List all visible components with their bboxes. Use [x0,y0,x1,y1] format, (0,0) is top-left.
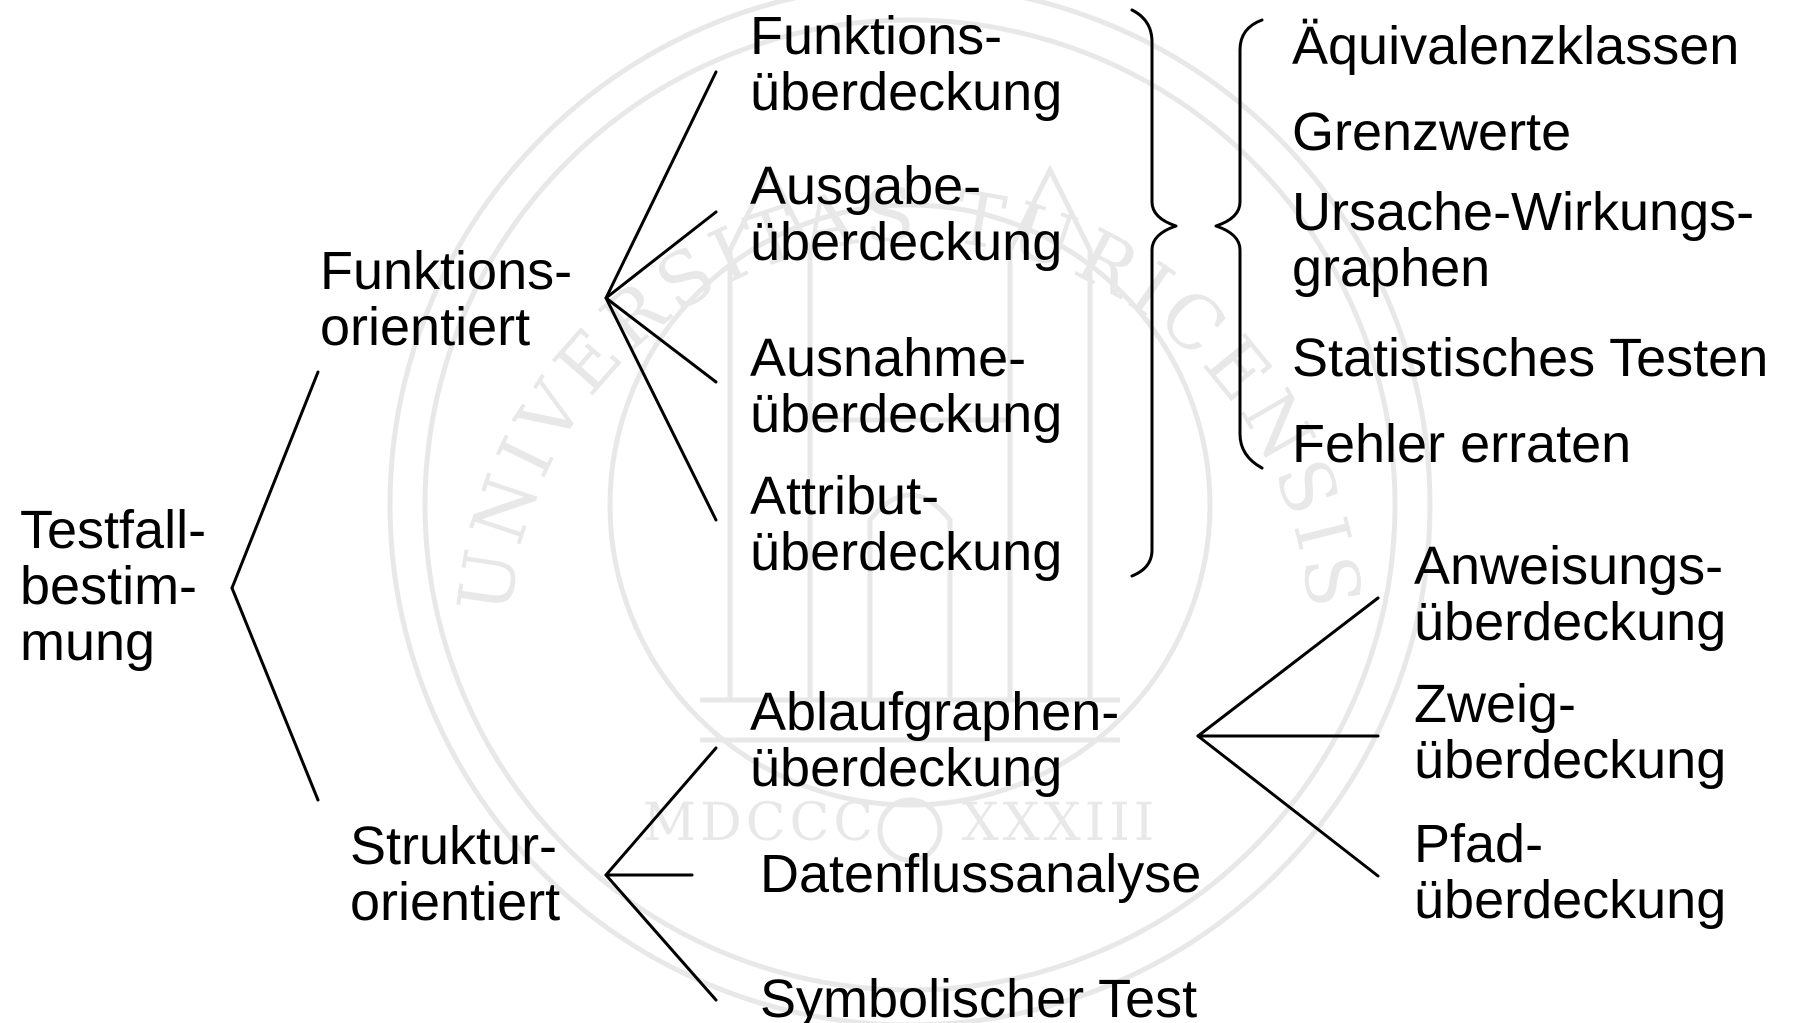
flowgraph-coverage-line-1: Ablaufgraphen- [750,682,1120,742]
root-node-test-case-determination: Testfall- bestim- mung [20,502,206,670]
statistical-testing-line-1: Statistisches Testen [1292,328,1769,388]
edge-flowgraph-statement [1196,596,1380,738]
node-attribute-coverage: Attribut- überdeckung [750,468,1062,580]
node-path-coverage: Pfad- überdeckung [1414,816,1726,928]
output-coverage-line-2: überdeckung [750,212,1063,272]
root-line-1: Testfall- [20,500,207,560]
left-curly-brace [1214,18,1264,470]
equivalence-classes-line-1: Äquivalenzklassen [1292,16,1740,76]
branch-coverage-line-2: überdeckung [1414,730,1727,790]
functional-line-2: orientiert [320,297,531,357]
node-dataflow-analysis: Datenflussanalyse [760,846,1201,902]
edge-structural-symbolic [604,873,718,1002]
node-branch-coverage: Zweig- überdeckung [1414,676,1726,788]
statement-coverage-line-2: überdeckung [1414,592,1727,652]
edge-functional-output [604,210,718,300]
symbolic-test-line-1: Symbolischer Test [760,969,1198,1023]
node-structural-oriented: Struktur- orientiert [350,818,560,930]
seal-year-right: XXXIII [962,793,1159,853]
seal-year-left: MDCCC [643,793,877,853]
method-equivalence-classes: Äquivalenzklassen [1292,18,1739,74]
cause-effect-line-1: Ursache-Wirkungs- [1292,182,1755,242]
attribute-coverage-line-1: Attribut- [750,466,940,526]
flowgraph-coverage-line-2: überdeckung [750,738,1063,798]
method-error-guessing: Fehler erraten [1292,416,1631,472]
path-coverage-line-2: überdeckung [1414,870,1727,930]
node-symbolic-test: Symbolischer Test [760,971,1197,1023]
cause-effect-line-2: graphen [1292,238,1491,298]
function-coverage-line-2: überdeckung [750,62,1063,122]
structural-line-1: Struktur- [350,816,558,876]
error-guessing-line-1: Fehler erraten [1292,414,1632,474]
statement-coverage-line-1: Anweisungs- [1414,536,1724,596]
edge-flowgraph-path [1196,734,1380,878]
edge-root-structural [230,586,320,802]
method-statistical-testing: Statistisches Testen [1292,330,1768,386]
branch-coverage-line-1: Zweig- [1414,674,1577,734]
right-curly-brace [1130,8,1178,578]
edge-functional-attribute [604,296,718,522]
edge-structural-flowgraph [604,746,718,877]
path-coverage-line-1: Pfad- [1414,814,1544,874]
edge-functional-exception [604,296,718,384]
root-line-3: mung [20,612,156,672]
exception-coverage-line-2: überdeckung [750,384,1063,444]
method-cause-effect-graphs: Ursache-Wirkungs- graphen [1292,184,1754,296]
functional-line-1: Funktions- [320,241,573,301]
function-coverage-line-1: Funktions- [750,6,1003,66]
root-line-2: bestim- [20,556,198,616]
dataflow-analysis-line-1: Datenflussanalyse [760,844,1202,904]
boundary-values-line-1: Grenzwerte [1292,102,1572,162]
node-exception-coverage: Ausnahme- überdeckung [750,330,1062,442]
node-functional-oriented: Funktions- orientiert [320,243,572,355]
node-function-coverage: Funktions- überdeckung [750,8,1062,120]
edge-root-functional [230,370,320,590]
method-boundary-values: Grenzwerte [1292,104,1571,160]
edge-functional-functions [604,70,718,300]
node-output-coverage: Ausgabe- überdeckung [750,158,1062,270]
attribute-coverage-line-2: überdeckung [750,522,1063,582]
structural-line-2: orientiert [350,872,561,932]
output-coverage-line-1: Ausgabe- [750,156,982,216]
exception-coverage-line-1: Ausnahme- [750,328,1027,388]
node-flowgraph-coverage: Ablaufgraphen- überdeckung [750,684,1119,796]
node-statement-coverage: Anweisungs- überdeckung [1414,538,1726,650]
